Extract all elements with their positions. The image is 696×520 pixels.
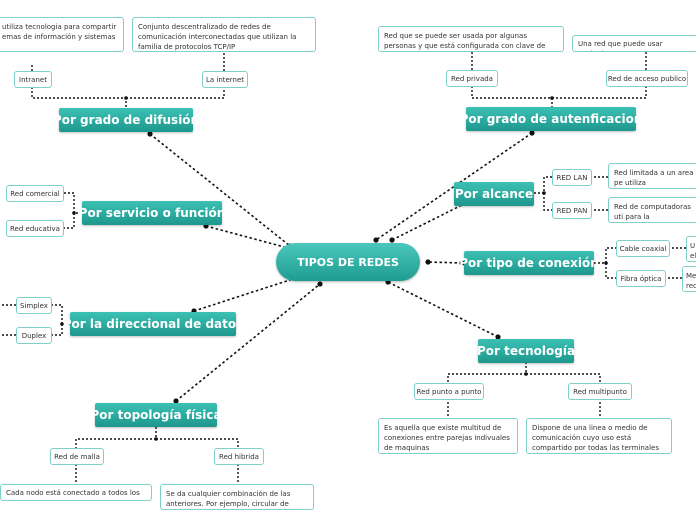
tag-simplex[interactable]: Simplex [16,297,52,314]
note-multipunto[interactable]: Dispone de una linea o medio de comunica… [526,418,672,454]
tag-red-educativa[interactable]: Red educativa [6,220,64,237]
note-red-privada[interactable]: Red que se puede ser usada por algunas p… [378,26,564,52]
note-red-malla[interactable]: Cada nodo está conectado a todos los otr… [0,484,152,501]
note-red-lan[interactable]: Red limitada a un area pe utiliza [inter… [608,163,696,189]
branch-alcance[interactable]: Por alcance [454,182,534,206]
tag-red-privada[interactable]: Red privada [446,70,498,87]
note-punto-a-punto[interactable]: Es aquella que existe multitud de conexi… [378,418,518,454]
note-red-hibrida[interactable]: Se da cualquier combinación de las anter… [160,484,314,510]
tag-duplex[interactable]: Duplex [16,327,52,344]
note-fibra-optica[interactable]: Me rec [682,266,696,292]
tag-red-comercial[interactable]: Red comercial [6,185,64,202]
tag-fibra-optica[interactable]: Fibra óptica [616,270,666,287]
tag-red-pan[interactable]: RED PAN [552,202,592,219]
branch-difusion[interactable]: Por grado de difusión [53,108,199,132]
tag-red-lan[interactable]: RED LAN [552,169,592,186]
tag-intranet[interactable]: Intranet [14,71,52,88]
tag-red-hibrida[interactable]: Red hibrida [214,448,264,465]
tag-multipunto[interactable]: Red multipunto [568,383,632,400]
branch-autenticacion[interactable]: Por grado de autenficacion [460,107,642,131]
note-intranet[interactable]: utiliza tecnologia para compartir emas d… [0,17,124,52]
branch-direccional[interactable]: Por la direccional de datos [63,312,243,336]
tag-red-acceso-publico[interactable]: Red de acceso publico [606,70,688,87]
branch-servicio[interactable]: Por servicio o función [79,201,225,225]
note-red-pan[interactable]: Red de computadoras uti para la comunica… [608,197,696,223]
tag-red-malla[interactable]: Red de malla [50,448,104,465]
note-acceso-publico[interactable]: Una red que puede usar cualquier p [572,35,696,52]
tag-punto-a-punto[interactable]: Red punto a punto [414,383,484,400]
note-cable-coaxial[interactable]: U el [686,236,696,262]
branch-topologia[interactable]: Por topología física [90,403,222,427]
branch-tecnologia[interactable]: Por tecnología [477,339,575,363]
branch-conexion[interactable]: Por tipo de conexión [459,251,599,275]
tag-internet[interactable]: La internet [202,71,248,88]
tag-cable-coaxial[interactable]: Cable coaxial [616,240,670,257]
central-topic[interactable]: TIPOS DE REDES [276,243,420,281]
note-internet[interactable]: Conjunto descentralizado de redes de com… [132,17,316,52]
